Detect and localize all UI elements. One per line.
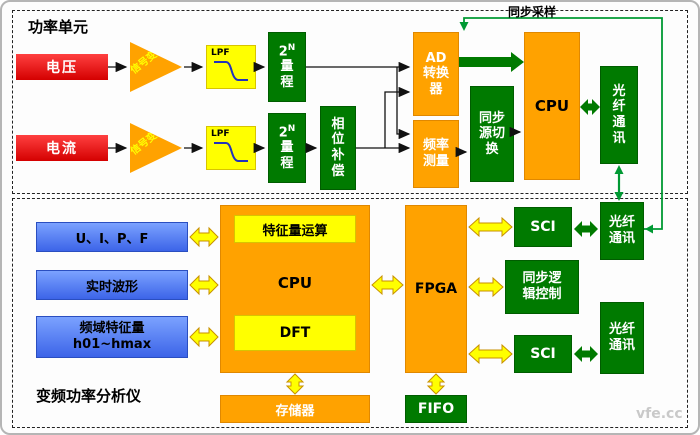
fifo-box: FIFO — [405, 395, 467, 423]
frequency-measure-box: 频率 测量 — [413, 120, 459, 188]
power-unit-cpu-box: CPU — [524, 32, 580, 180]
voltage-input-box: 电压 — [16, 54, 108, 80]
sync-source-switch-box: 同步 源切 换 — [470, 86, 514, 182]
lpf-box-voltage: LPF — [206, 45, 256, 89]
sync-logic-control-box: 同步逻 辑控制 — [505, 260, 579, 314]
ad-converter-box: AD 转换 器 — [413, 32, 459, 116]
lpf-curve-icon — [214, 61, 248, 81]
fiber-comm-box-power-unit: 光 纤 通 讯 — [600, 66, 638, 164]
range-word: 量 程 — [280, 59, 294, 90]
range-box-current: 2N 量 程 — [268, 113, 306, 183]
power-unit-frame — [12, 10, 688, 194]
sci-bottom-box: SCI — [514, 335, 572, 373]
analyzer-cpu-label: CPU — [277, 274, 313, 292]
sci-top-box: SCI — [514, 207, 572, 247]
power-unit-title: 功率单元 — [28, 18, 89, 36]
feature-computation-box: 特征量运算 — [234, 215, 356, 243]
range-2n: 2N — [278, 123, 296, 140]
dft-box: DFT — [234, 315, 356, 351]
lpf-curve-icon — [214, 142, 248, 162]
range-2n: 2N — [278, 42, 296, 59]
watermark: vfe.cc — [636, 406, 683, 422]
fiber-comm-box-analyzer-top: 光纤 通讯 — [600, 202, 644, 260]
range-word: 量 程 — [280, 140, 294, 171]
fpga-box: FPGA — [405, 205, 467, 373]
analyzer-title: 变频功率分析仪 — [36, 387, 142, 405]
lpf-box-current: LPF — [206, 126, 256, 170]
current-input-box: 电流 — [16, 135, 108, 161]
output-uipf-box: U、I、P、F — [36, 222, 188, 252]
lpf-label: LPF — [211, 48, 230, 58]
fiber-comm-box-analyzer-bottom: 光纤 通讯 — [600, 302, 644, 374]
memory-box: 存储器 — [220, 395, 370, 423]
output-freq-domain-box: 频域特征量 h01~hmax — [36, 316, 188, 358]
analyzer-frame — [12, 198, 688, 428]
sync-sampling-label: 同步采样 — [508, 5, 557, 19]
range-box-voltage: 2N 量 程 — [268, 32, 306, 102]
output-waveform-box: 实时波形 — [36, 270, 188, 300]
phase-compensation-box: 相 位 补 偿 — [320, 106, 356, 190]
lpf-label: LPF — [211, 129, 230, 139]
